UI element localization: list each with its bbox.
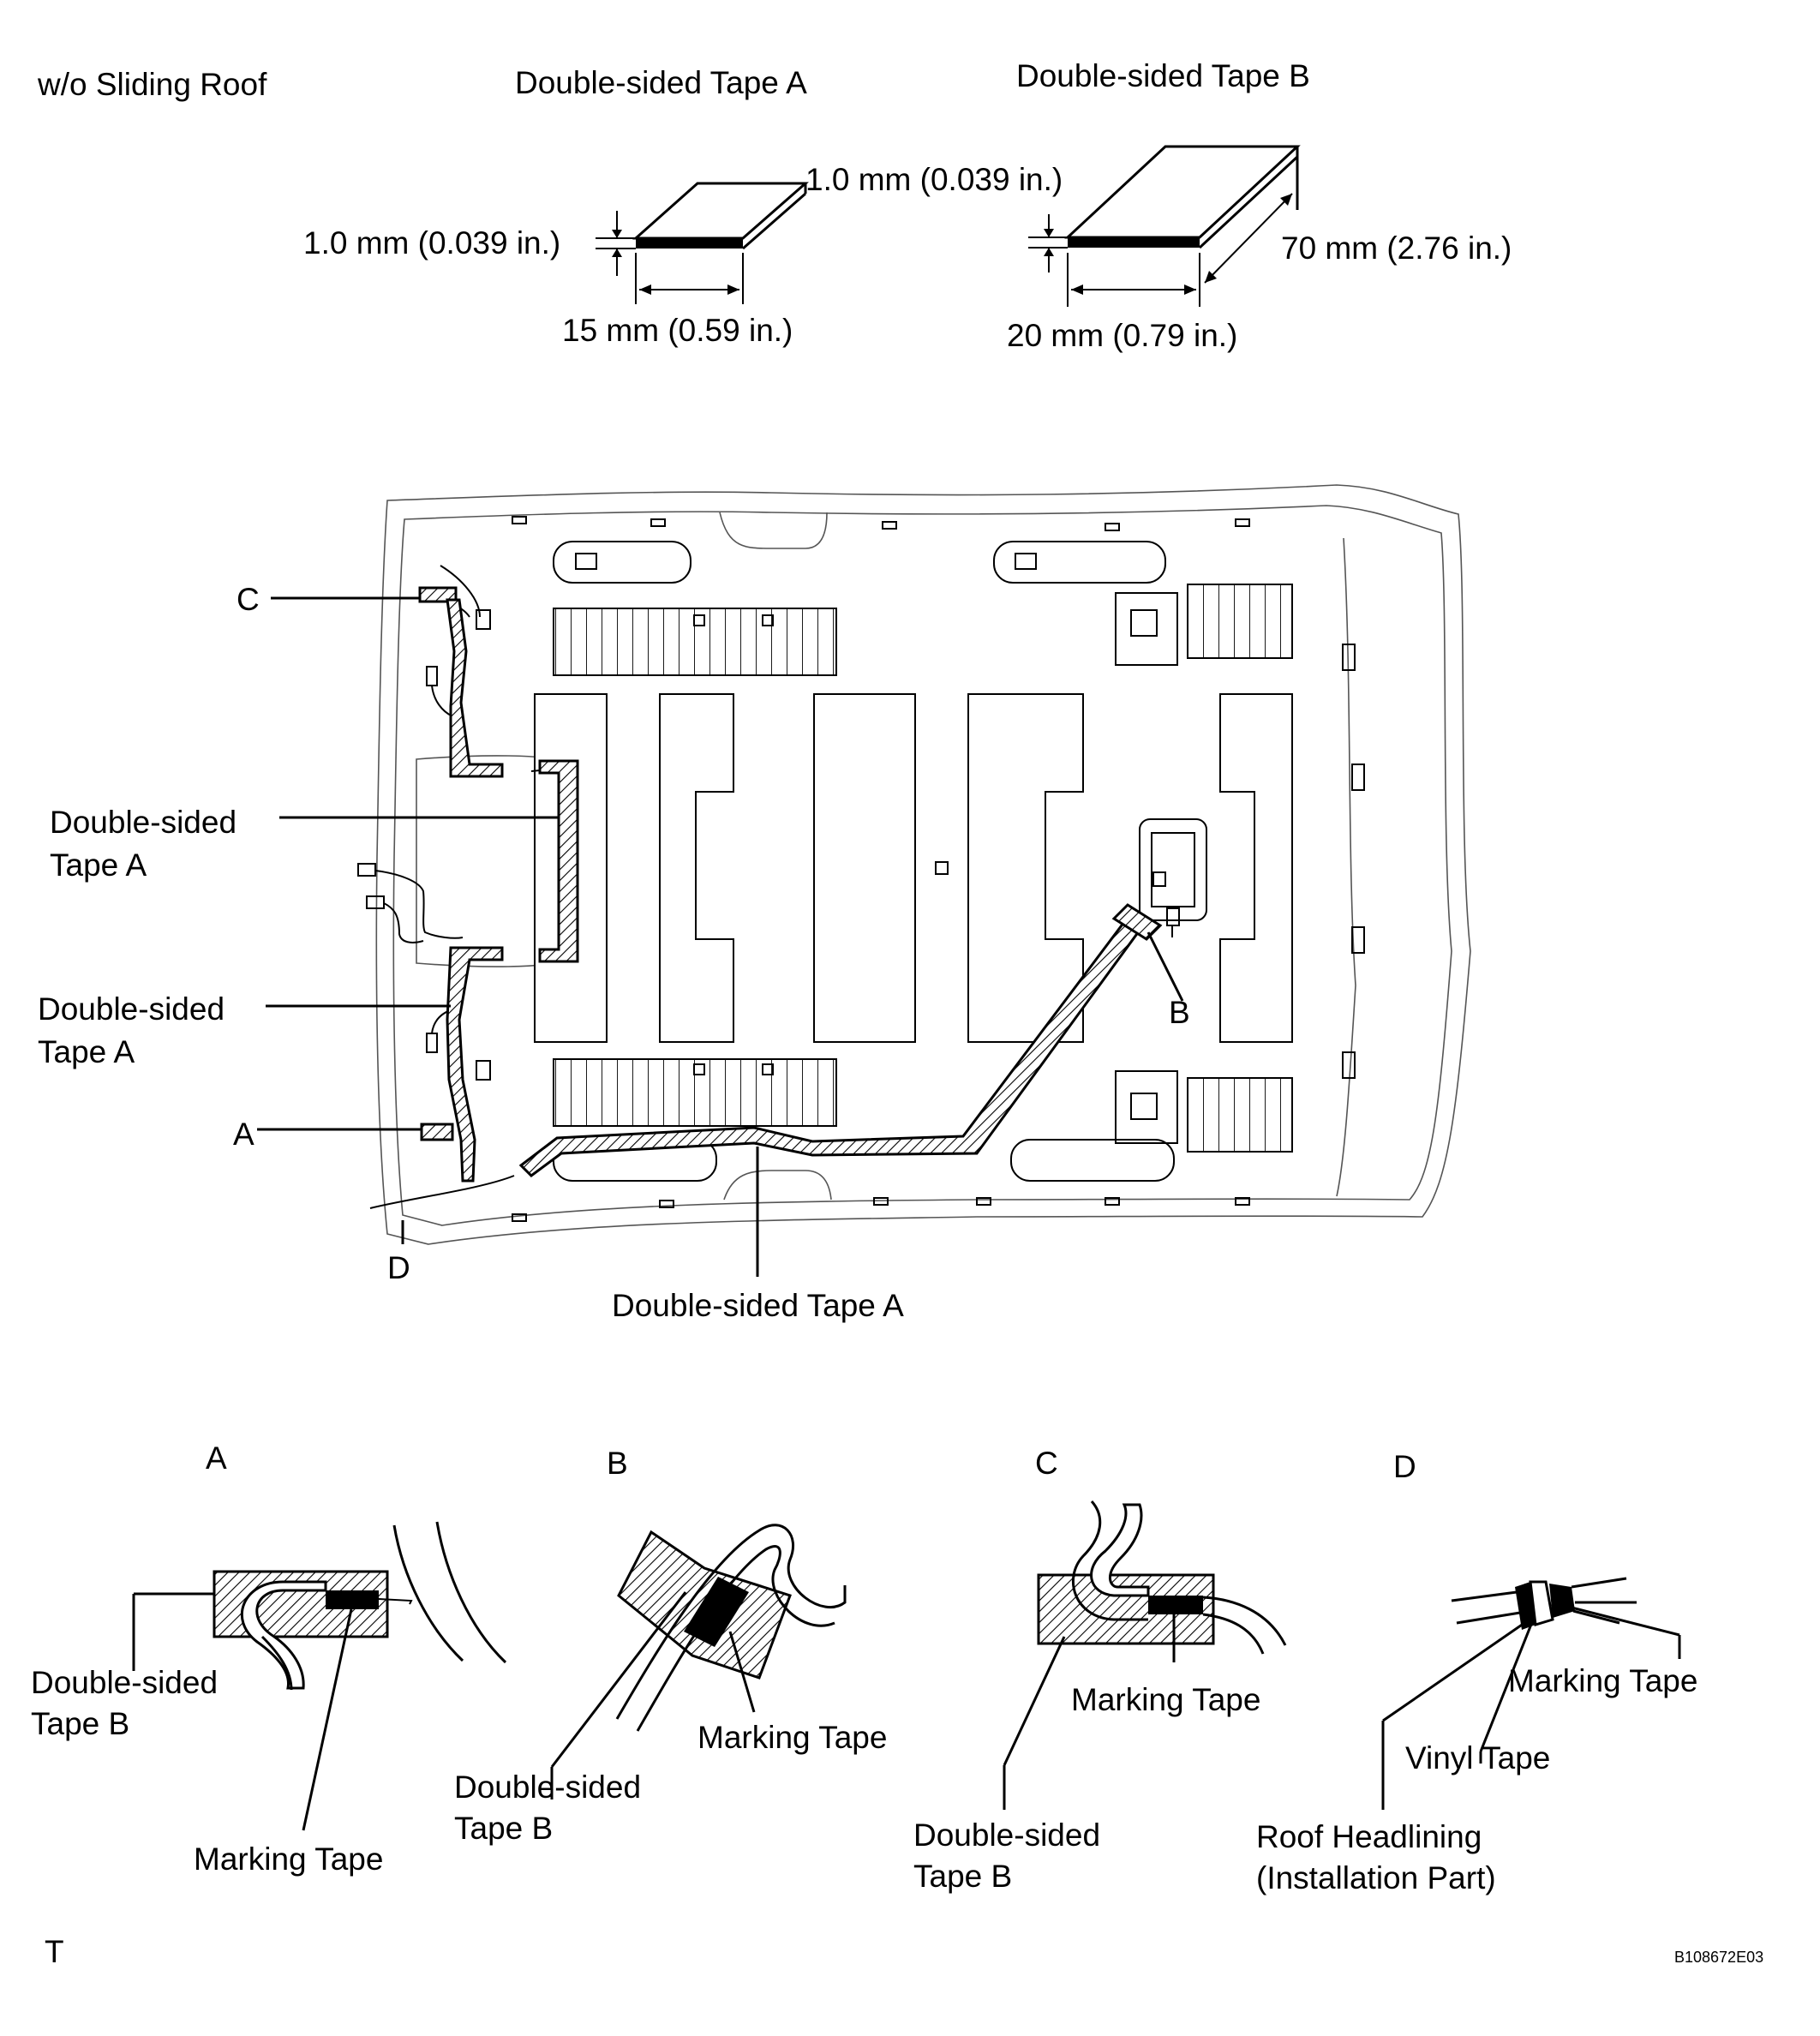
detail-c-title: C — [1035, 1446, 1058, 1481]
detail-c-marking-label: Marking Tape — [1071, 1682, 1260, 1717]
tape-a-left-upper — [446, 598, 504, 778]
tape-a-width-label: 15 mm (0.59 in.) — [562, 313, 793, 348]
figure-code: B108672E03 — [1674, 1949, 1763, 1966]
corner-mark: T — [45, 1934, 64, 1969]
tape-b-at-b — [1111, 903, 1163, 941]
callout-a: A — [233, 1117, 254, 1152]
tape-b-title: Double-sided Tape B — [1016, 58, 1310, 93]
callout-c: C — [236, 582, 260, 617]
callout-b: B — [1169, 995, 1190, 1030]
detail-b-title: B — [607, 1446, 628, 1481]
detail-a-tape-label-1: Double-sided — [31, 1665, 218, 1700]
tape-b-at-c — [418, 586, 458, 603]
variant-label: w/o Sliding Roof — [37, 67, 267, 102]
tape-a-rear-bracket — [538, 759, 579, 963]
detail-a-drawing — [132, 1521, 507, 1831]
detail-c-drawing — [1003, 1500, 1287, 1810]
tape-a-left-lower-label-2: Tape A — [38, 1034, 135, 1069]
tape-a-thickness-label: 1.0 mm (0.039 in.) — [303, 225, 560, 260]
detail-b-drawing — [550, 1524, 847, 1799]
tape-b-width-label: 20 mm (0.79 in.) — [1007, 318, 1237, 353]
detail-d-vinyl-label: Vinyl Tape — [1405, 1740, 1550, 1776]
tape-a-depth-label: 1.0 mm (0.039 in.) — [805, 162, 1063, 197]
detail-c-tape-label-2: Tape B — [913, 1859, 1012, 1894]
detail-a-title: A — [206, 1440, 227, 1476]
tape-a-title: Double-sided Tape A — [515, 65, 807, 100]
tape-a-left-lower-label-1: Double-sided — [38, 991, 225, 1027]
detail-d-drawing — [1381, 1577, 1681, 1810]
detail-c-tape-label-1: Double-sided — [913, 1817, 1100, 1853]
detail-b-marking-label: Marking Tape — [697, 1720, 887, 1755]
tape-b-dimension-drawing — [1028, 145, 1301, 307]
detail-d-title: D — [1393, 1449, 1416, 1484]
tape-b-length-label: 70 mm (2.76 in.) — [1281, 231, 1512, 266]
detail-d-roof-label-1: Roof Headlining — [1256, 1819, 1482, 1854]
detail-b-tape-label-1: Double-sided — [454, 1770, 641, 1805]
detail-a-tape-label-2: Tape B — [31, 1706, 129, 1741]
detail-d-roof-label-2: (Installation Part) — [1256, 1860, 1496, 1895]
tape-a-left-lower — [446, 946, 504, 1183]
tape-placement — [418, 586, 1163, 1183]
tape-a-dimension-drawing — [596, 182, 809, 304]
detail-b-tape-label-2: Tape B — [454, 1811, 553, 1846]
detail-a-marking-label: Marking Tape — [194, 1841, 383, 1877]
leader-lines — [257, 596, 1184, 1277]
detail-d-marking-label: Marking Tape — [1508, 1663, 1697, 1698]
tape-a-left-upper-label-1: Double-sided — [50, 805, 236, 840]
tape-a-bottom-label: Double-sided Tape A — [612, 1288, 904, 1323]
callout-d: D — [387, 1250, 410, 1285]
tape-b-at-a — [420, 1123, 454, 1141]
tape-a-left-upper-label-2: Tape A — [50, 847, 147, 883]
headlining-panels — [534, 584, 1293, 1153]
